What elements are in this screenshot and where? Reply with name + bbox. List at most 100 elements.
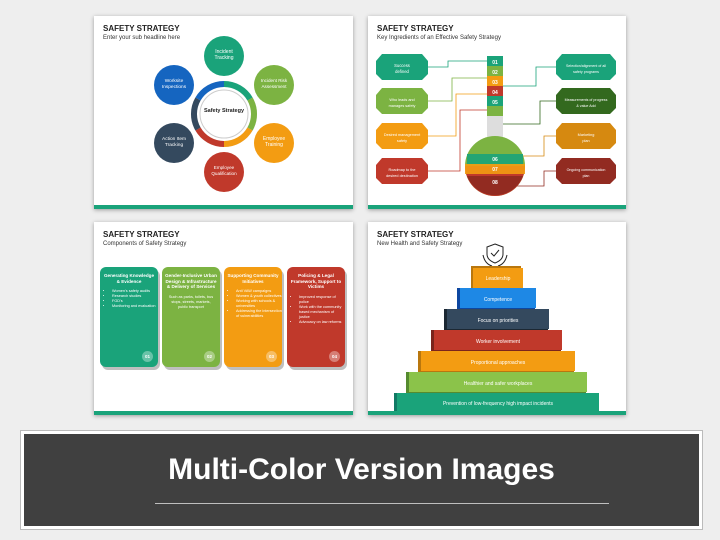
card-heading: Gender-Inclusive Urban Design & Infrastr… <box>165 273 217 290</box>
bulb-band <box>465 164 525 174</box>
accent-bar <box>368 205 626 209</box>
node-circle <box>254 65 294 105</box>
arrow-segment <box>195 80 225 101</box>
banner-underline <box>155 503 609 504</box>
level-label: Competence <box>484 297 513 303</box>
octagon-shape <box>556 88 616 114</box>
node-circle <box>154 123 194 163</box>
slide-4-thumbnail[interactable]: SAFETY STRATEGY New Health and Safety St… <box>368 222 626 415</box>
component-card-policing: Policing & Legal Framework, Support to V… <box>287 267 345 367</box>
card-heading: Policing & Legal Framework, Support to V… <box>290 273 342 290</box>
right-item-measurements: Measurements of progress& value Add <box>556 88 616 114</box>
slide-subtitle: New Health and Safety Strategy <box>377 241 463 247</box>
stem-band <box>487 96 503 106</box>
slide-subtitle: Components of Safety Strategy <box>103 241 187 247</box>
slide-title: SAFETY STRATEGY <box>377 230 454 239</box>
octagon-shape <box>376 54 428 80</box>
card-bullet: Anti VAW campaigns <box>236 289 282 294</box>
component-card-community: Supporting Community Initiatives Anti VA… <box>224 267 282 367</box>
center-label: Safety Strategy <box>204 108 245 114</box>
card-bullet: Research studies <box>112 294 158 299</box>
slide-1-thumbnail[interactable]: SAFETY STRATEGY Enter your sub headline … <box>94 16 353 209</box>
component-card-urban-design: Gender-Inclusive Urban Design & Infrastr… <box>162 267 220 367</box>
octagon-shape <box>556 158 616 184</box>
step-number: 05 <box>492 100 498 106</box>
level-label: Healthier and safer workplaces <box>464 381 533 387</box>
node-circle <box>204 36 244 76</box>
card-heading: Generating Knowledge & Evidence <box>103 273 155 284</box>
stem-band <box>487 76 503 86</box>
card-bullet: Monitoring and evaluation <box>112 304 158 309</box>
card-number: 03 <box>266 351 277 362</box>
level-label: Prevention of low-frequency high impact … <box>443 401 554 407</box>
level-label: Focus on priorities <box>478 318 519 324</box>
title-banner: Multi-Color Version Images <box>20 430 703 530</box>
level-label: Proportional approaches <box>471 360 526 366</box>
step-number: 02 <box>492 70 498 76</box>
level-label: Leadership <box>486 276 511 282</box>
card-bullet: Improved response of police <box>299 295 345 305</box>
pyramid-level-1: Leadership <box>471 266 523 288</box>
stem-band <box>487 86 503 96</box>
bulb-base <box>467 176 523 196</box>
arrow-segment <box>223 127 253 148</box>
accent-bar <box>368 411 626 415</box>
step-number: 01 <box>492 60 498 66</box>
pyramid-level-3: Focus on priorities <box>444 309 549 331</box>
level-label: Worker involvement <box>476 339 521 345</box>
card-bullet: Women's safety audits <box>112 289 158 294</box>
accent-bar <box>94 411 353 415</box>
pyramid-diagram: Leadership Competence Focus on prioritie… <box>394 243 599 413</box>
slide-title: SAFETY STRATEGY <box>377 24 454 33</box>
slide-2-thumbnail[interactable]: SAFETY STRATEGY Key Ingredients of an Ef… <box>368 16 626 209</box>
pyramid-level-5: Proportional approaches <box>418 351 575 373</box>
octagon-shape <box>556 54 616 80</box>
card-bullet: Working with schools & universities <box>236 299 282 309</box>
card-number: 04 <box>329 351 340 362</box>
step-numbers: 01 02 03 04 05 06 07 08 <box>492 60 498 186</box>
card-bullet: Advocacy on law reforms <box>299 320 345 325</box>
center-circle <box>199 89 249 139</box>
shield-hands-icon <box>482 243 508 267</box>
component-card-knowledge: Generating Knowledge & Evidence Women's … <box>100 267 158 367</box>
step-number: 08 <box>492 180 498 186</box>
octagon-shape <box>376 88 428 114</box>
card-bullet: FGD's <box>112 299 158 304</box>
card-text: Such as parks, toilets, bus stops, stree… <box>168 295 214 310</box>
accent-bar <box>94 205 353 209</box>
card-bullet: Women & youth collectives <box>236 294 282 299</box>
arrow-segment <box>191 97 201 131</box>
card-number: 02 <box>204 351 215 362</box>
banner-title: Multi-Color Version Images <box>168 453 555 486</box>
pyramid-level-4: Worker involvement <box>431 330 562 352</box>
stem-band <box>487 66 503 76</box>
bulb-band <box>467 154 523 164</box>
octagon-shape <box>556 123 616 149</box>
slide-subtitle: Enter your sub headline here <box>103 35 181 41</box>
slide-title: SAFETY STRATEGY <box>103 230 180 239</box>
item-label: Measurements of progress& value Add <box>565 98 608 108</box>
card-heading: Supporting Community Initiatives <box>227 273 279 284</box>
card-bullet: Work with the community based mechanism … <box>299 305 345 320</box>
card-bullets: Improved response of police Work with th… <box>299 295 345 325</box>
node-circle <box>254 123 294 163</box>
card-bullets: Women's safety audits Research studies F… <box>112 289 158 309</box>
